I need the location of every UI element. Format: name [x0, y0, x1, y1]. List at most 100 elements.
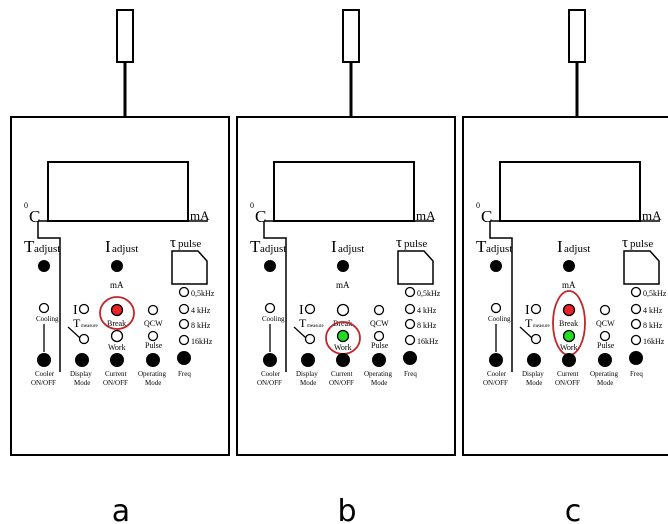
- caption-a: a: [112, 494, 130, 524]
- operating-mode-button[interactable]: [146, 353, 160, 367]
- cooler-button[interactable]: [37, 353, 51, 367]
- freq-led-1: [178, 286, 190, 298]
- work-led: [562, 329, 576, 343]
- operating-mode-button[interactable]: [372, 353, 386, 367]
- cooling-led: [38, 302, 50, 314]
- cooler-button[interactable]: [489, 353, 503, 367]
- freq-label-3: 8 kHz: [191, 321, 211, 330]
- display-mode-label-2: Mode: [300, 379, 316, 387]
- t-measure-led: [304, 333, 316, 345]
- current-button[interactable]: [562, 353, 576, 367]
- i-adjust-knob[interactable]: [337, 260, 349, 272]
- freq-label-3: 8 kHz: [643, 321, 663, 330]
- display-connector-line: [293, 326, 307, 339]
- current-label-2: ON/OFF: [103, 379, 128, 387]
- pulse-width-selector[interactable]: [397, 250, 434, 285]
- display-mode-label-2: Mode: [526, 379, 542, 387]
- t-measure-main: T: [73, 316, 81, 330]
- display-mode-label-1: Display: [296, 370, 318, 378]
- i-adjust-sub: adjust: [338, 243, 364, 255]
- operating-mode-label-2: Mode: [145, 379, 161, 387]
- t-adjust-knob[interactable]: [38, 260, 50, 272]
- i-adjust-main: I: [557, 237, 563, 256]
- t-measure-sub: measure: [533, 324, 550, 329]
- qcw-label: QCW: [596, 319, 615, 328]
- current-label-1: Current: [105, 370, 126, 378]
- ma-unit-label: mA: [642, 208, 662, 223]
- freq-led-1: [404, 286, 416, 298]
- display-mode-label-1: Display: [522, 370, 544, 378]
- display-mode-button[interactable]: [301, 353, 315, 367]
- t-adjust-knob[interactable]: [490, 260, 502, 272]
- i-measure-led: [78, 303, 90, 315]
- cooler-label-2: ON/OFF: [257, 379, 282, 387]
- current-button[interactable]: [336, 353, 350, 367]
- temp-superscript: 0: [476, 201, 480, 210]
- freq-label-2: 4 kHz: [417, 306, 437, 315]
- qcw-label: QCW: [370, 319, 389, 328]
- display-connector-line: [67, 326, 81, 339]
- t-adjust-main: T: [24, 237, 35, 256]
- current-button[interactable]: [110, 353, 124, 367]
- freq-button-label: Freq: [630, 370, 643, 378]
- operating-mode-button[interactable]: [598, 353, 612, 367]
- display-screen: [47, 161, 189, 222]
- temp-bracket-line: [37, 221, 61, 372]
- freq-button-label: Freq: [178, 370, 191, 378]
- pulse-label: Pulse: [371, 341, 389, 350]
- pulse-led: [373, 330, 385, 342]
- i-adjust-main: I: [105, 237, 111, 256]
- cooling-led: [264, 302, 276, 314]
- connector-plug: [568, 9, 586, 63]
- qcw-led: [147, 304, 159, 316]
- operating-mode-label-2: Mode: [597, 379, 613, 387]
- tau-sub: pulse: [178, 238, 201, 250]
- temp-unit-label: C: [255, 207, 266, 226]
- pulse-led: [147, 330, 159, 342]
- break-label: Break: [107, 319, 126, 328]
- cooler-button[interactable]: [263, 353, 277, 367]
- panel-b: 0 C mA T adjust I adjust mA τ pulse Cool…: [236, 9, 456, 456]
- pulse-label: Pulse: [597, 341, 615, 350]
- tau-main: τ: [622, 235, 628, 251]
- break-led: [110, 303, 124, 317]
- temp-bracket-line: [263, 221, 287, 372]
- i-adjust-sub: adjust: [564, 243, 590, 255]
- pulse-width-selector[interactable]: [171, 250, 208, 285]
- highlight-ring: [99, 296, 135, 330]
- i-adjust-knob[interactable]: [111, 260, 123, 272]
- freq-led-3: [178, 318, 190, 330]
- display-mode-button[interactable]: [75, 353, 89, 367]
- freq-led-4: [178, 334, 190, 346]
- i-adjust-knob[interactable]: [563, 260, 575, 272]
- work-label: Work: [560, 343, 578, 352]
- temp-unit-label: C: [481, 207, 492, 226]
- freq-led-2: [404, 303, 416, 315]
- freq-label-4: 16kHz: [417, 337, 439, 346]
- pulse-width-selector[interactable]: [623, 250, 660, 285]
- t-measure-led: [78, 333, 90, 345]
- freq-button[interactable]: [403, 351, 417, 365]
- i-measure-led: [304, 303, 316, 315]
- freq-label-1: 0,5kHz: [191, 289, 215, 298]
- t-adjust-sub: adjust: [486, 243, 512, 255]
- break-led: [336, 303, 350, 317]
- current-label-1: Current: [331, 370, 352, 378]
- freq-button-label: Freq: [404, 370, 417, 378]
- t-adjust-sub: adjust: [260, 243, 286, 255]
- work-led: [336, 329, 350, 343]
- freq-led-3: [404, 318, 416, 330]
- display-mode-button[interactable]: [527, 353, 541, 367]
- freq-label-2: 4 kHz: [191, 306, 211, 315]
- current-label-2: ON/OFF: [329, 379, 354, 387]
- display-screen: [499, 161, 641, 222]
- freq-button[interactable]: [177, 351, 191, 365]
- temp-unit-label: C: [29, 207, 40, 226]
- ma-unit-label: mA: [190, 208, 210, 223]
- qcw-led: [373, 304, 385, 316]
- temp-bracket-line: [489, 221, 513, 372]
- panel-c: 0 C mA T adjust I adjust mA τ pulse Cool…: [462, 9, 668, 456]
- t-adjust-knob[interactable]: [264, 260, 276, 272]
- freq-button[interactable]: [629, 351, 643, 365]
- operating-mode-label-1: Operating: [590, 370, 618, 378]
